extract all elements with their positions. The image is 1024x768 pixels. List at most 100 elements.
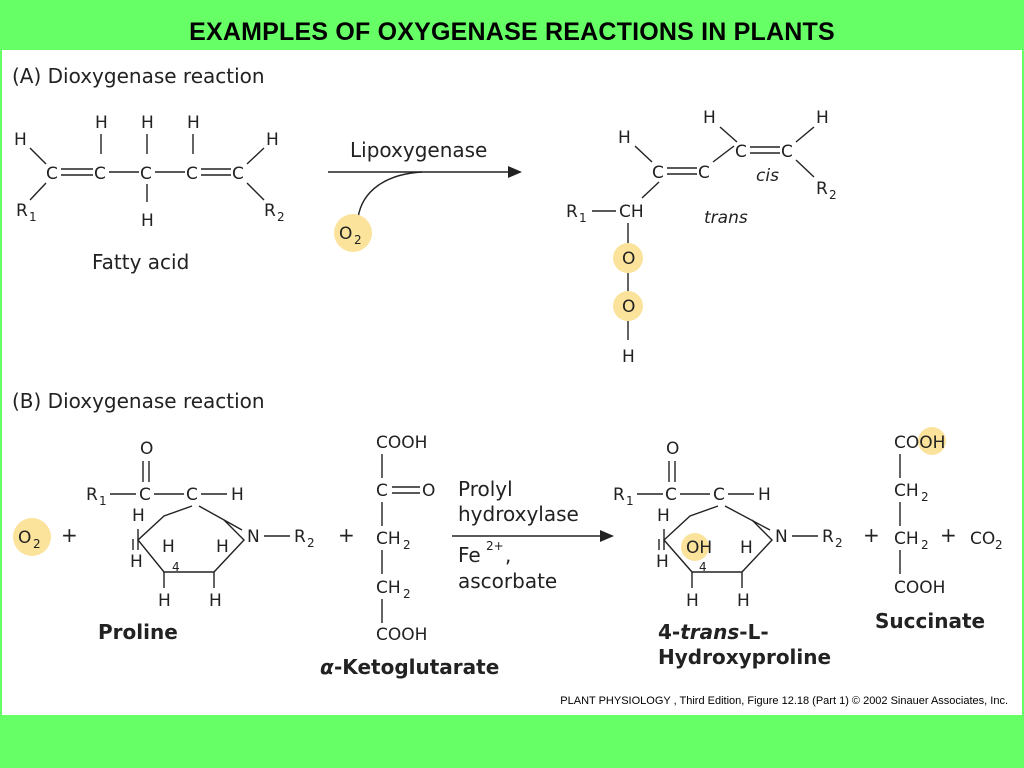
svg-text:H: H	[162, 537, 175, 557]
lipoxygenase-label: Lipoxygenase	[350, 138, 487, 162]
svg-text:R: R	[264, 201, 276, 221]
svg-text:2: 2	[307, 536, 315, 550]
svg-text:COOH: COOH	[376, 625, 427, 645]
svg-text:C: C	[698, 163, 710, 183]
product-name-line-2: Hydroxyproline	[658, 645, 831, 669]
svg-text:C: C	[140, 164, 152, 184]
svg-text:2: 2	[403, 538, 411, 552]
succinate-label: Succinate	[875, 609, 985, 633]
svg-text:H: H	[141, 113, 154, 133]
svg-text:H: H	[816, 108, 829, 128]
svg-text:1: 1	[579, 211, 587, 225]
svg-text:H: H	[740, 538, 753, 558]
plus-2: +	[338, 523, 355, 547]
svg-text:2: 2	[921, 490, 929, 504]
svg-text:CH: CH	[619, 202, 644, 222]
o2-highlight-a	[334, 214, 372, 252]
svg-text:N: N	[775, 527, 788, 547]
cofactor-line-2: ascorbate	[458, 569, 557, 593]
svg-text:C: C	[232, 164, 244, 184]
svg-text:CH: CH	[376, 578, 401, 598]
co2-label: CO	[970, 529, 995, 549]
slide-title: EXAMPLES OF OXYGENASE REACTIONS IN PLANT…	[189, 18, 835, 46]
trans-label: trans	[704, 208, 748, 228]
product-name-prefix: 4-trans-L-	[658, 620, 769, 644]
o2-entry-curve	[357, 171, 423, 219]
svg-text:H: H	[95, 113, 108, 133]
svg-text:H: H	[14, 130, 27, 150]
ketoglutarate-label: -Ketoglutarate	[334, 655, 499, 679]
fatty-acid-label: Fatty acid	[92, 250, 189, 274]
svg-text:H: H	[266, 130, 279, 150]
svg-text:H: H	[130, 552, 143, 572]
svg-text:O: O	[622, 249, 635, 269]
svg-text:C: C	[186, 164, 198, 184]
svg-text:2: 2	[277, 210, 285, 224]
svg-text:COOH: COOH	[376, 433, 427, 453]
arrowhead-b	[600, 530, 614, 542]
figure-panel: (A) Dioxygenase reaction H C C C C C H R…	[2, 50, 1022, 715]
panel-b-heading: (B) Dioxygenase reaction	[12, 389, 265, 413]
svg-text:H: H	[703, 108, 716, 128]
svg-text:N: N	[247, 527, 260, 547]
ring-position-4-a: 4	[172, 560, 180, 574]
svg-text:C: C	[713, 485, 725, 505]
svg-text:H: H	[737, 591, 750, 611]
svg-text:O: O	[622, 297, 635, 317]
svg-text:H: H	[622, 347, 635, 367]
svg-text:CH: CH	[376, 529, 401, 549]
svg-text:COOH: COOH	[894, 433, 945, 453]
o2-b-label: O	[18, 528, 31, 548]
plus-1: +	[61, 523, 78, 547]
svg-text:H: H	[231, 485, 244, 505]
plus-4: +	[940, 523, 957, 547]
svg-text:R: R	[294, 527, 306, 547]
svg-text:CH: CH	[894, 481, 919, 501]
reaction-diagram: (A) Dioxygenase reaction H C C C C C H R…	[12, 64, 1003, 679]
svg-text:C: C	[94, 164, 106, 184]
svg-text:R: R	[816, 179, 828, 199]
proline-label: Proline	[98, 620, 178, 644]
svg-text:R: R	[613, 485, 625, 505]
svg-text:O: O	[666, 439, 679, 459]
o2-a-label: O	[339, 224, 352, 244]
enzyme-line-2: hydroxylase	[458, 502, 579, 526]
svg-text:1: 1	[29, 210, 37, 224]
svg-text:C: C	[735, 142, 747, 162]
svg-text:2: 2	[835, 536, 843, 550]
ring-position-4-b: 4	[699, 560, 707, 574]
co2-subscript: 2	[995, 538, 1003, 552]
svg-text:H: H	[657, 506, 670, 526]
svg-text:R: R	[822, 527, 834, 547]
cis-label: cis	[756, 166, 779, 186]
svg-text:C: C	[46, 164, 58, 184]
svg-text:H: H	[209, 591, 222, 611]
panel-a-heading: (A) Dioxygenase reaction	[12, 64, 265, 88]
svg-text:R: R	[566, 202, 578, 222]
svg-text:H: H	[686, 591, 699, 611]
svg-text:H: H	[187, 113, 200, 133]
svg-text:C: C	[186, 485, 198, 505]
arrowhead-a	[508, 166, 522, 178]
cofactor-charge: 2+	[486, 539, 504, 553]
svg-text:H: H	[618, 128, 631, 148]
cofactor-comma: ,	[505, 543, 511, 567]
svg-text:R: R	[86, 485, 98, 505]
svg-text:1: 1	[99, 494, 107, 508]
svg-text:C: C	[652, 163, 664, 183]
svg-text:C: C	[781, 142, 793, 162]
o2-highlight-b	[13, 518, 51, 556]
alpha-symbol: α	[320, 655, 334, 679]
svg-text:O: O	[140, 439, 153, 459]
svg-text:R: R	[16, 201, 28, 221]
svg-text:C: C	[376, 481, 388, 501]
svg-text:COOH: COOH	[894, 578, 945, 598]
enzyme-line-1: Prolyl	[458, 477, 513, 501]
plus-3: +	[863, 523, 880, 547]
cofactor-fe: Fe	[458, 543, 481, 567]
